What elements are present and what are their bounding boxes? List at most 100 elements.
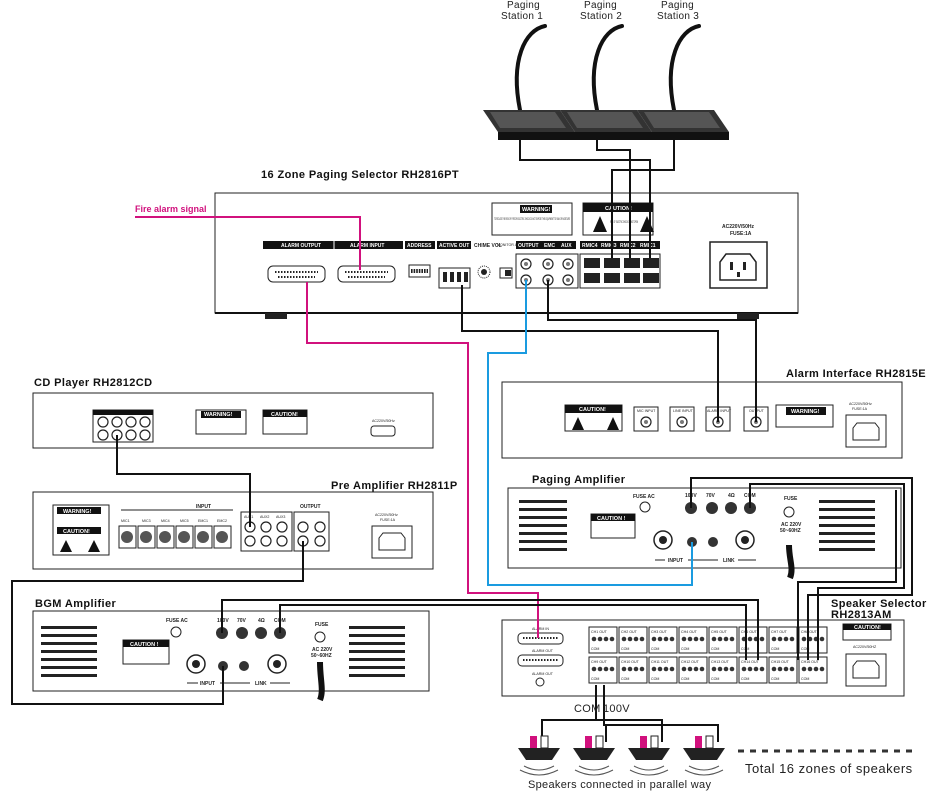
paging-station-3-line1: Paging	[661, 0, 694, 11]
paging-com-cable	[749, 483, 905, 660]
terminal-screw	[747, 636, 753, 642]
terminal-screw	[627, 636, 633, 642]
paging-amp-fuse-ac: FUSE AC	[633, 494, 655, 500]
selector-warning-title: WARNING!	[522, 207, 551, 213]
selector-output-cable	[487, 280, 693, 586]
mic-label-4: MIC5	[180, 519, 189, 523]
paging-amp-hz: 50~60HZ	[780, 528, 801, 534]
alarm-if-alarm-input: ALARM INPUT	[707, 409, 732, 413]
station2-cable	[596, 140, 631, 258]
alarm-input-connector	[337, 265, 396, 283]
bgm-amp-fuse: FUSE	[315, 622, 329, 628]
channel-com-label: COM	[771, 647, 779, 651]
channel-label: CH10 OUT	[621, 660, 640, 664]
paging-100v-cable	[690, 477, 913, 660]
terminal-screw	[777, 636, 783, 642]
paging-selector-unit: 16 Zone Paging Selector RH2816PT WARNING…	[214, 169, 799, 319]
address-label: ADDRESS	[407, 243, 432, 249]
cd-player-title: CD Player RH2812CD	[34, 377, 152, 389]
channel-label: CH6 OUT	[741, 630, 758, 634]
bgm-amp-fuse-holder	[170, 626, 182, 638]
mic-label-2: MIC3	[142, 519, 151, 523]
speaker-selector-title: Speaker Selector	[831, 598, 927, 610]
paging-amp-vent-right	[819, 500, 875, 551]
alarm-if-fuse: FUSE:1A	[852, 407, 868, 411]
output-emc-aux-jacks	[515, 253, 579, 289]
speaker-sel-alarm-out-connector	[517, 654, 564, 667]
bgm-100v-cable	[221, 599, 759, 660]
terminal-screw	[711, 666, 717, 672]
mic-label-5: EMC1	[198, 519, 208, 523]
paging-amp-tap-4ohm: 4Ω	[728, 493, 735, 499]
selector-caution-text: RISK OF ELECTRIC SHOCK DO NOT OPEN	[610, 220, 638, 224]
channel-com-label: COM	[711, 647, 719, 651]
terminal-screw	[783, 666, 789, 672]
terminal-screw	[669, 636, 675, 642]
channel-block: CH7 OUT COM	[768, 626, 798, 654]
speaker-line-com-2	[542, 719, 663, 742]
terminal-screw	[777, 666, 783, 672]
terminal-screw	[657, 636, 663, 642]
chime-vol-label: CHIME VOL	[474, 243, 502, 249]
speaker-sel-alarm-in-connector	[517, 632, 564, 645]
terminal-screw	[699, 636, 705, 642]
paging-amp-fuse: FUSE	[784, 496, 798, 502]
speaker-sel-alarm-out-2: ALARM OUT	[532, 672, 554, 676]
speaker-sel-power: AC220V/50HZ	[853, 645, 877, 649]
paging-amp-power: AC 220V	[781, 522, 802, 528]
bgm-amp-hz: 50~60HZ	[311, 653, 332, 659]
terminal-screw	[603, 666, 609, 672]
paging-amp-caution: CAUTION !	[597, 516, 626, 522]
paging-station-2-line1: Paging	[584, 0, 617, 11]
terminal-screw	[597, 666, 603, 672]
terminal-screw	[669, 666, 675, 672]
alarm-if-power: AC220V/50Hz	[849, 402, 872, 406]
pre-amp-outputs	[293, 511, 330, 552]
cd-warning: WARNING!	[204, 412, 233, 418]
terminal-screw	[807, 666, 813, 672]
bgm-amp-input-label: INPUT	[200, 681, 215, 687]
terminal-screw	[747, 666, 753, 672]
terminal-screw	[651, 636, 657, 642]
paging-selector-foot-left	[265, 313, 287, 319]
terminal-screw	[771, 636, 777, 642]
channel-label: CH13 OUT	[711, 660, 730, 664]
rmic3-label: RMIC3	[601, 243, 617, 249]
pre-amp-mic-inputs: MIC1 MIC3 MIC4 MIC5 EMC1 EMC2	[118, 519, 232, 549]
pre-amp-power: AC220V/50Hz	[375, 513, 398, 517]
channel-com-label: COM	[591, 677, 599, 681]
bgm-amp-caution: CAUTION !	[130, 642, 159, 648]
terminal-screw	[591, 666, 597, 672]
paging-amp-fuse-holder	[639, 501, 651, 513]
channel-com-label: COM	[651, 647, 659, 651]
paging-amp-input-label: INPUT	[668, 558, 683, 564]
bgm-amp-link-label: LINK	[255, 681, 267, 687]
alarm-if-line-input: LINE INPUT	[673, 409, 694, 413]
terminal-screw	[711, 636, 717, 642]
rmic1-label: RMIC1	[640, 243, 656, 249]
terminal-screw	[639, 666, 645, 672]
alarm-output-connector	[267, 265, 326, 283]
channel-label: CH7 OUT	[771, 630, 788, 634]
terminal-screw	[759, 636, 765, 642]
terminal-screw	[591, 636, 597, 642]
channel-com-label: COM	[771, 677, 779, 681]
channel-com-label: COM	[681, 647, 689, 651]
fire-alarm-cable	[135, 216, 361, 270]
terminal-screw	[663, 666, 669, 672]
alarm-if-caution: CAUTION!	[579, 407, 606, 413]
terminal-screw	[609, 666, 615, 672]
active-out-cable	[461, 285, 719, 422]
cd-power-socket	[370, 425, 396, 437]
bgm-amp-fuse-ac: FUSE AC	[166, 618, 188, 624]
terminal-screw	[753, 666, 759, 672]
